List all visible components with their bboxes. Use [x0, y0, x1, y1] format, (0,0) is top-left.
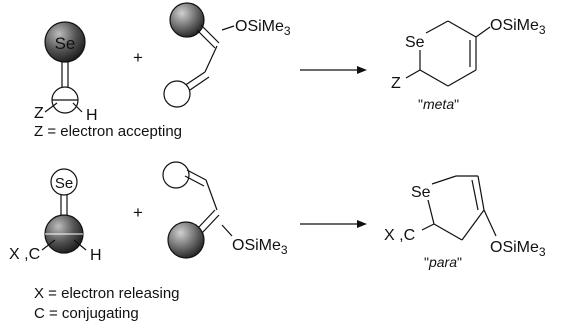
se-label-2: Se — [55, 175, 73, 192]
plus-sign-1: + — [133, 48, 143, 67]
diene-1: OSiMe3 — [163, 2, 291, 108]
selenoaldehyde-2: Se X ,C H — [9, 168, 102, 264]
diene-2: OSiMe3 — [162, 161, 288, 259]
arrowhead-2 — [357, 220, 367, 228]
substituent-h-2: H — [90, 247, 102, 264]
osime3-label-1: OSiMe3 — [235, 18, 291, 38]
legend-z: Z = electron accepting — [34, 123, 183, 140]
product-xc: X ,C — [384, 227, 415, 244]
arrowhead-1 — [357, 66, 367, 74]
regio-label-meta: "meta" — [418, 96, 460, 112]
product-se-2: Se — [411, 184, 431, 201]
product-para: Se OSiMe3 X ,C — [384, 175, 546, 259]
regio-para-text: para — [428, 254, 458, 270]
regio-label-para: "para" — [424, 254, 462, 270]
substituent-z: Z — [34, 105, 44, 122]
product-osime3-2: OSiMe3 — [490, 239, 546, 259]
regio-meta-text: meta — [422, 96, 455, 112]
substituent-xc: X ,C — [9, 246, 40, 263]
product-se-1: Se — [405, 34, 425, 51]
product-osime3-1: OSiMe3 — [490, 17, 546, 37]
product-meta: Se OSiMe3 Z — [391, 17, 546, 92]
substituent-h-1: H — [86, 107, 98, 124]
se-label-1: Se — [55, 34, 76, 53]
legend-c: C = conjugating — [34, 305, 139, 322]
product-z: Z — [391, 75, 401, 92]
legend-x: X = electron releasing — [34, 285, 180, 302]
osime3-label-2: OSiMe3 — [232, 237, 288, 257]
selenoaldehyde-1: Se Z H — [34, 21, 98, 124]
plus-sign-2: + — [133, 203, 143, 222]
